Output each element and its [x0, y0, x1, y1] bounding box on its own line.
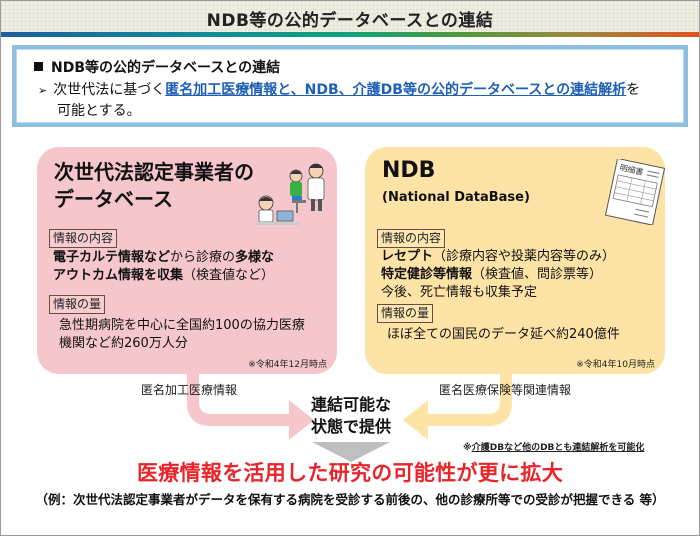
right-content-text: レセプト（診療内容や投薬内容等のみ） 特定健診等情報（検査値、問診票等） 今後、…: [381, 248, 615, 302]
slide-header: NDB等の公的データベースとの連結: [1, 1, 699, 32]
right-content-normal2: （検査値、問診票等）: [472, 267, 603, 282]
receipt-statement-illustration-icon: 明細書: [604, 159, 666, 225]
header-gradient-bar: [1, 32, 699, 37]
right-content-bold2: 特定健診等情報: [381, 267, 473, 282]
left-card-title: 次世代法認定事業者の データベース: [54, 159, 254, 213]
summary-heading: NDB等の公的データベースとの連結: [34, 57, 280, 77]
left-content-normal2: （検査値など）: [183, 268, 275, 283]
linkage-line1: 連結可能な: [310, 395, 391, 414]
arrow-bullet-icon: ➢: [38, 84, 48, 97]
linkage-line2: 状態で提供: [310, 417, 391, 436]
left-flow-label: 匿名加工医療情報: [141, 383, 238, 397]
summary-bullet-suffix: を: [626, 82, 641, 98]
left-content-bold1: 電子カルテ情報など: [53, 250, 171, 265]
left-card-note: ※令和4年12月時点: [248, 360, 327, 370]
summary-bullet-line2: 可能とする。: [57, 103, 141, 119]
other-db-note-text: 介護DBなど他のDBとも連結解析を可能化: [471, 443, 645, 453]
right-content-normal1: （診療内容や投薬内容等のみ）: [433, 249, 616, 264]
receipt-label: 明細書: [619, 162, 645, 177]
right-content-bold1: レセプト: [381, 249, 434, 264]
other-db-note-prefix: ※: [463, 443, 472, 453]
result-example: （例：次世代法認定事業者がデータを保有する病院を受診する前後の、他の診療所等での…: [35, 492, 665, 507]
summary-heading-text: NDB等の公的データベースとの連結: [51, 60, 281, 76]
left-card-title-line2: データベース: [54, 187, 173, 211]
result-headline: 医療情報を活用した研究の可能性が更に拡大: [137, 461, 563, 485]
right-card-title: NDB: [382, 158, 436, 183]
summary-bullet-link[interactable]: 匿名加工医療情報と、NDB、介護DB等の公的データベースとの連結解析: [165, 82, 627, 98]
right-card-note: ※令和4年10月時点: [576, 360, 655, 370]
square-bullet-icon: [34, 62, 43, 71]
summary-box: NDB等の公的データベースとの連結 ➢ 次世代法に基づく匿名加工医療情報と、NDB…: [12, 45, 688, 127]
left-content-text: 電子カルテ情報などから診療の多様な アウトカム情報を収集（検査値など）: [53, 249, 274, 285]
left-volume-tag: 情報の量: [49, 295, 106, 314]
left-content-bold3: アウトカム情報を収集: [53, 268, 184, 283]
summary-bullet-prefix: 次世代法に基づく: [53, 82, 166, 98]
card-next-gen-database: 次世代法認定事業者の データベース 情報の内容 電子カルテ情報などから診療の多様…: [37, 147, 337, 374]
left-content-tag: 情報の内容: [49, 229, 118, 248]
summary-bullet: ➢ 次世代法に基づく匿名加工医療情報と、NDB、介護DB等の公的データベースとの連…: [38, 80, 674, 121]
left-volume-line2: 機関など約260万人分: [59, 336, 188, 351]
right-content-tag: 情報の内容: [377, 229, 446, 248]
right-content-line3: 今後、死亡情報も収集予定: [381, 285, 538, 300]
right-volume-tag: 情報の量: [377, 304, 434, 323]
right-card-subtitle: (National DataBase): [382, 190, 530, 205]
left-content-bold2: 多様な: [235, 250, 275, 265]
doctor-and-researcher-illustration-icon: [256, 163, 325, 225]
left-volume-line1: 急性期病院を中心に全国約100の協力医療: [59, 318, 305, 333]
linkage-statement: 連結可能な 状態で提供: [299, 394, 403, 438]
right-volume-text: ほぼ全ての国民のデータ延べ約240億件: [387, 327, 620, 342]
other-db-note: ※介護DBなど他のDBとも連結解析を可能化: [463, 440, 644, 453]
right-flow-label: 匿名医療保険等関連情報: [439, 383, 572, 397]
left-volume-text: 急性期病院を中心に全国約100の協力医療 機関など約260万人分: [59, 317, 305, 353]
left-content-normal1: から診療の: [170, 250, 236, 265]
slide-title: NDB等の公的データベースとの連結: [206, 11, 494, 31]
left-card-title-line1: 次世代法認定事業者の: [54, 160, 254, 184]
card-ndb: NDB (National DataBase) 明細書 情報の内容 レセプト（診…: [365, 147, 666, 374]
